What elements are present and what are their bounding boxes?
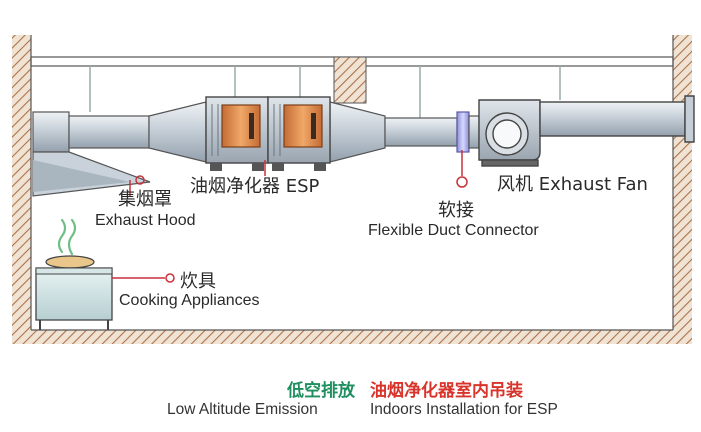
beam-column <box>333 56 367 104</box>
exhaust-fan-label: 风机 Exhaust Fan <box>497 174 648 195</box>
caption-right-zh: 油烟净化器室内吊装 <box>370 381 523 401</box>
flexible-duct-connector <box>456 111 470 153</box>
caption-left-zh: 低空排放 <box>287 381 355 401</box>
duct-hood-segment <box>68 115 150 149</box>
duct-transition-out <box>329 101 386 163</box>
right-wall <box>673 35 692 343</box>
duct-middle-segment <box>384 117 458 147</box>
wok-icon <box>45 255 95 269</box>
fan-outlet-duct <box>539 101 686 137</box>
hanging-rods <box>89 66 561 118</box>
cooking-appliance-label-en: Cooking Appliances <box>119 292 260 309</box>
esp-units <box>205 96 331 171</box>
duct-fan-inlet <box>468 115 480 149</box>
esp-panel-2 <box>283 104 323 148</box>
exhaust-hood-label-zh: 集烟罩 <box>118 189 172 210</box>
exhaust-hood-label-en: Exhaust Hood <box>95 212 196 229</box>
floor-slab <box>12 330 692 344</box>
ductwork <box>68 101 480 163</box>
cooking-appliance-label-zh: 炊具 <box>180 271 216 292</box>
caption-right-en: Indoors Installation for ESP <box>370 401 558 418</box>
duct-transition-in <box>148 101 207 163</box>
caption-left-en: Low Altitude Emission <box>167 401 318 418</box>
connector-label-en: Flexible Duct Connector <box>368 222 539 239</box>
esp-panel-1 <box>221 104 261 148</box>
esp-label: 油烟净化器 ESP <box>190 176 320 197</box>
cooking-appliance <box>35 218 113 330</box>
exhaust-hood <box>32 111 151 197</box>
exhaust-fan <box>478 95 695 167</box>
connector-label-zh: 软接 <box>438 200 474 221</box>
leader-lines <box>112 150 468 283</box>
left-wall <box>12 35 31 343</box>
steam-icon <box>57 218 77 256</box>
